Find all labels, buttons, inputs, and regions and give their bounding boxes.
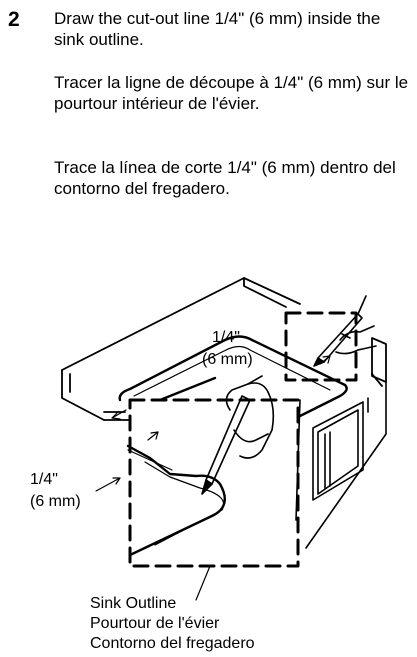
dimension-label-left-metric: (6 mm) <box>30 493 81 510</box>
instruction-spanish: Trace la línea de corte 1/4" (6 mm) dent… <box>54 158 396 198</box>
step-number: 2 <box>8 8 20 31</box>
cabinet <box>295 381 387 549</box>
sink-outline <box>118 335 348 557</box>
upper-hand-pencil-icon <box>313 295 377 367</box>
lower-hand-pencil-icon <box>201 375 275 495</box>
callout-sink-outline-fr: Pourtour de l'évier <box>90 615 220 632</box>
detail-boxes <box>128 311 358 568</box>
dimension-label-upper-fraction: 1/4" <box>212 329 240 346</box>
instruction-english: Draw the cut-out line 1/4" (6 mm) inside… <box>54 9 381 49</box>
countertop-outline <box>61 277 387 421</box>
cut-out-line <box>127 345 331 546</box>
dimension-label-left-fraction: 1/4" <box>30 471 58 488</box>
callout-sink-outline-es: Contorno del fregadero <box>90 635 255 652</box>
instruction-french: Tracer la ligne de découpe à 1/4" (6 mm)… <box>54 73 409 113</box>
dimension-label-upper-metric: (6 mm) <box>202 351 253 368</box>
callout-sink-outline-en: Sink Outline <box>90 595 176 612</box>
dimension-arrows <box>95 355 331 601</box>
